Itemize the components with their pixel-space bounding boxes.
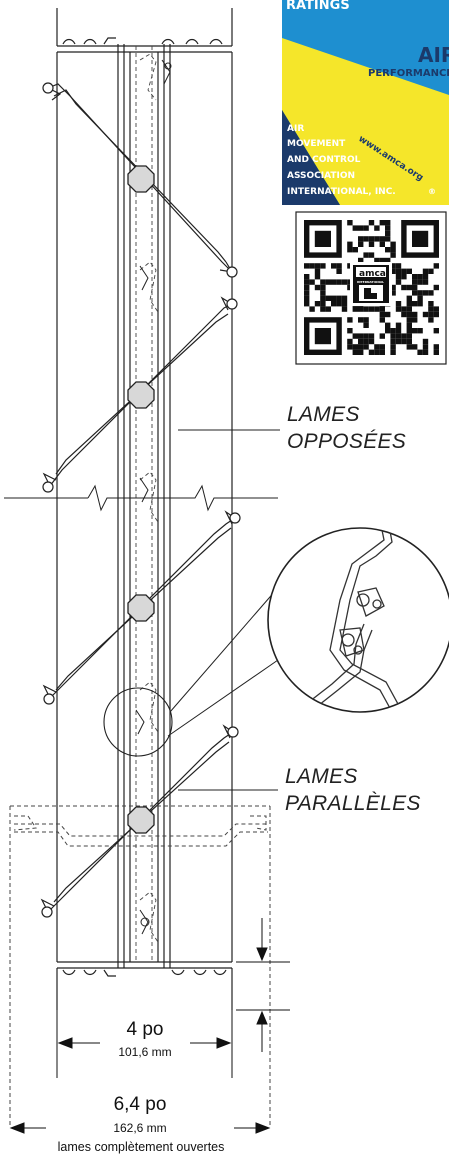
opposed-blades-line-2: OPPOSÉES xyxy=(287,430,407,453)
opposed-blades-label: LAMES OPPOSÉES xyxy=(287,401,406,455)
parallel-blades-line-2: PARALLÈLES xyxy=(285,792,421,815)
qr-logo-text: amca xyxy=(359,269,386,279)
callout-leaders xyxy=(178,429,280,791)
badge-org-line-5: INTERNATIONAL, INC. xyxy=(287,187,396,197)
zoom-detail xyxy=(103,527,449,757)
dimension-lines xyxy=(9,918,290,1134)
open-note-label: lames complètement ouvertes xyxy=(57,1140,225,1154)
amca-badge: RATINGS AIR PERFORMANCE www.amca.org AIR… xyxy=(282,0,449,205)
damper-frame xyxy=(56,8,233,1010)
blade-1-opposed xyxy=(42,82,238,278)
linkage-hooks xyxy=(135,59,172,935)
opposed-blades-line-1: LAMES xyxy=(287,403,360,426)
parallel-blades-line-1: LAMES xyxy=(285,765,358,788)
badge-air-text: AIR xyxy=(418,43,449,67)
open-depth-mm-label: 162,6 mm xyxy=(113,1121,167,1135)
open-depth-label: 6,4 po xyxy=(113,1094,167,1115)
badge-org-line-4: ASSOCIATION xyxy=(287,171,355,181)
badge-ratings-text: RATINGS xyxy=(286,0,350,13)
blade-shafts xyxy=(127,165,155,834)
break-line xyxy=(4,484,278,512)
badge-performance-text: PERFORMANCE xyxy=(368,68,449,79)
qr-logo-sub: INTERNATIONAL xyxy=(357,280,384,284)
badge-org-line-3: AND CONTROL xyxy=(287,155,361,165)
frame-depth-mm-label: 101,6 mm xyxy=(118,1045,172,1059)
badge-registered-mark: ® xyxy=(428,187,436,196)
parallel-blades-label: LAMES PARALLÈLES xyxy=(285,763,421,817)
open-blade-envelope xyxy=(9,805,271,1128)
badge-org-line-2: MOVEMENT xyxy=(287,139,346,149)
frame-depth-label: 4 po xyxy=(126,1019,164,1040)
qr-code: amca INTERNATIONAL xyxy=(295,211,447,365)
badge-org-line-1: AIR xyxy=(287,124,304,134)
